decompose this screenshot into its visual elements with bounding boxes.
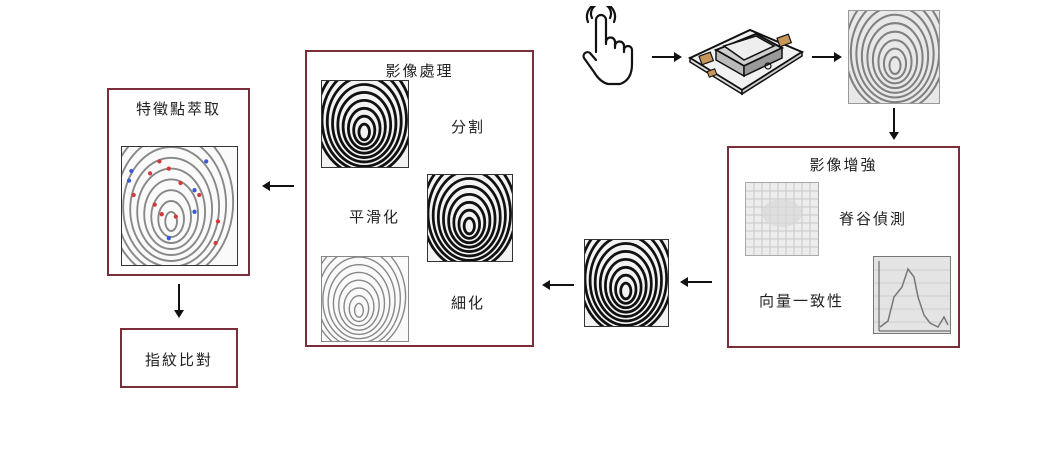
arrow-left — [542, 280, 574, 290]
minutia-point — [178, 180, 183, 186]
minutia-point — [129, 168, 134, 174]
finger-touch-icon — [582, 6, 634, 86]
coherence-plot-image — [873, 256, 951, 334]
minutia-point — [213, 240, 218, 246]
minutia-point — [166, 236, 171, 241]
minutia-point — [159, 212, 164, 217]
minutia-point — [126, 178, 132, 183]
thinning-label: 細化 — [451, 294, 486, 312]
minutia-point — [215, 219, 221, 224]
processing-title: 影像處理 — [385, 62, 454, 80]
fingerprint-matching-box: 指紋比對 — [120, 328, 238, 388]
minutia-point — [166, 166, 171, 171]
ridge-detection-label: 脊谷偵測 — [839, 210, 908, 228]
feature-extraction-box: 特徵點萃取 — [107, 88, 250, 276]
arrow-right — [812, 52, 842, 62]
minutia-point — [152, 202, 157, 207]
matching-title: 指紋比對 — [144, 351, 213, 369]
minutia-point — [197, 192, 202, 198]
minutia-point — [204, 159, 209, 164]
arrow-down — [174, 284, 184, 318]
minutia-point — [157, 159, 162, 164]
image-enhancement-box: 影像增強 脊谷偵測 向量一致性 — [727, 146, 960, 348]
minutia-point — [192, 188, 197, 193]
raw-fingerprint-image — [848, 10, 940, 104]
minutia-point — [173, 214, 178, 219]
minutia-point — [131, 192, 136, 198]
minutia-point — [147, 171, 153, 176]
ridge-detection-image — [745, 182, 819, 256]
image-processing-box: 影像處理 分割 平滑化 細化 — [305, 50, 534, 347]
segmentation-label: 分割 — [451, 118, 486, 136]
arrow-down — [889, 108, 899, 140]
minutia-point — [192, 209, 197, 214]
enhancement-title: 影像增強 — [809, 156, 878, 174]
enhanced-fingerprint-image — [584, 239, 669, 327]
segmentation-image — [321, 80, 409, 168]
smoothing-label: 平滑化 — [349, 208, 401, 226]
arrow-left — [680, 277, 712, 287]
minutiae-image — [121, 146, 238, 266]
orientation-coherence-label: 向量一致性 — [759, 292, 845, 310]
smoothing-image — [427, 174, 513, 262]
thinning-image — [321, 256, 409, 342]
arrow-left — [262, 181, 294, 191]
fingerprint-sensor-icon — [687, 28, 805, 96]
arrow-right — [652, 52, 682, 62]
feature-title: 特徵點萃取 — [135, 100, 221, 118]
